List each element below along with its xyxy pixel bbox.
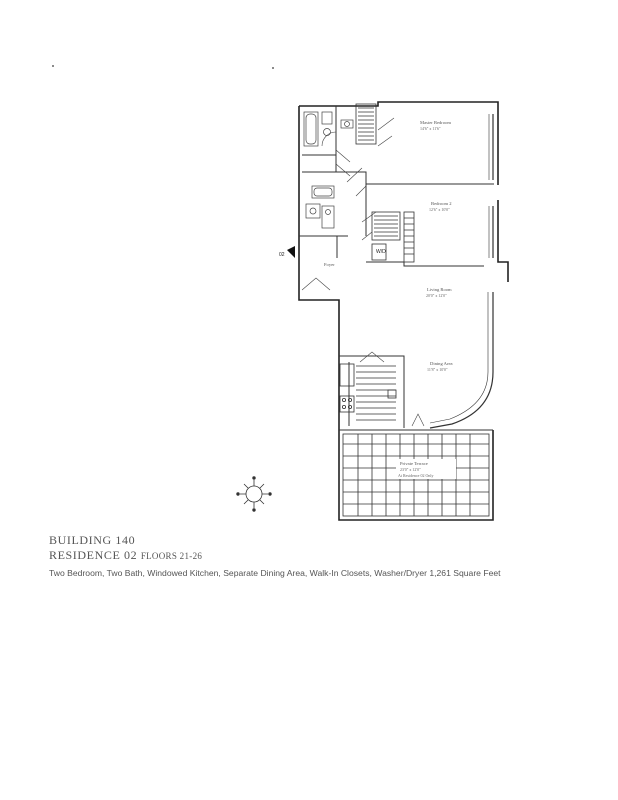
residence-number: RESIDENCE 02	[49, 548, 138, 562]
floors-range: FLOORS 21-26	[140, 551, 203, 561]
entry-arrow-icon	[287, 246, 295, 258]
room-dims-dining-area: 11'8" x 10'0"	[427, 367, 448, 372]
washer-dryer-label: W/D	[376, 249, 386, 255]
residence-title: RESIDENCE 02 FLOORS 21-26	[49, 548, 202, 563]
room-dims-bedroom-2: 12'6" x 10'0"	[429, 207, 450, 212]
closets	[355, 103, 415, 263]
entry-label: 02	[279, 252, 285, 258]
compass-rose-icon	[236, 476, 272, 512]
kitchen	[339, 363, 397, 421]
room-dims-master-bedroom: 14'6" x 11'6"	[420, 126, 441, 131]
room-name-living-room: Living Room	[427, 287, 452, 292]
room-dims-living-room: 20'0" x 12'0"	[426, 293, 447, 298]
building-title: BUILDING 140	[49, 533, 136, 547]
room-dims-private-terrace: 23'0" x 12'0"	[400, 467, 421, 472]
scan-speck	[52, 65, 54, 67]
door-swings	[301, 117, 425, 427]
room-name-foyer: Foyer	[324, 262, 335, 267]
room-name-private-terrace: Private Terrace	[400, 461, 428, 466]
scan-speck	[272, 67, 274, 69]
window-walls	[429, 114, 494, 429]
bath-fixtures	[303, 111, 354, 229]
terrace-label-bg	[396, 459, 456, 479]
unit-description: Two Bedroom, Two Bath, Windowed Kitchen,…	[49, 568, 501, 578]
room-name-master-bedroom: Master Bedroom	[420, 120, 451, 125]
room-name-dining-area: Dining Area	[430, 361, 453, 366]
room-note-private-terrace: At Residence 02 Only	[398, 473, 433, 478]
exterior-walls	[298, 101, 509, 521]
room-name-bedroom-2: Bedroom 2	[431, 201, 452, 206]
interior-walls	[299, 106, 494, 431]
